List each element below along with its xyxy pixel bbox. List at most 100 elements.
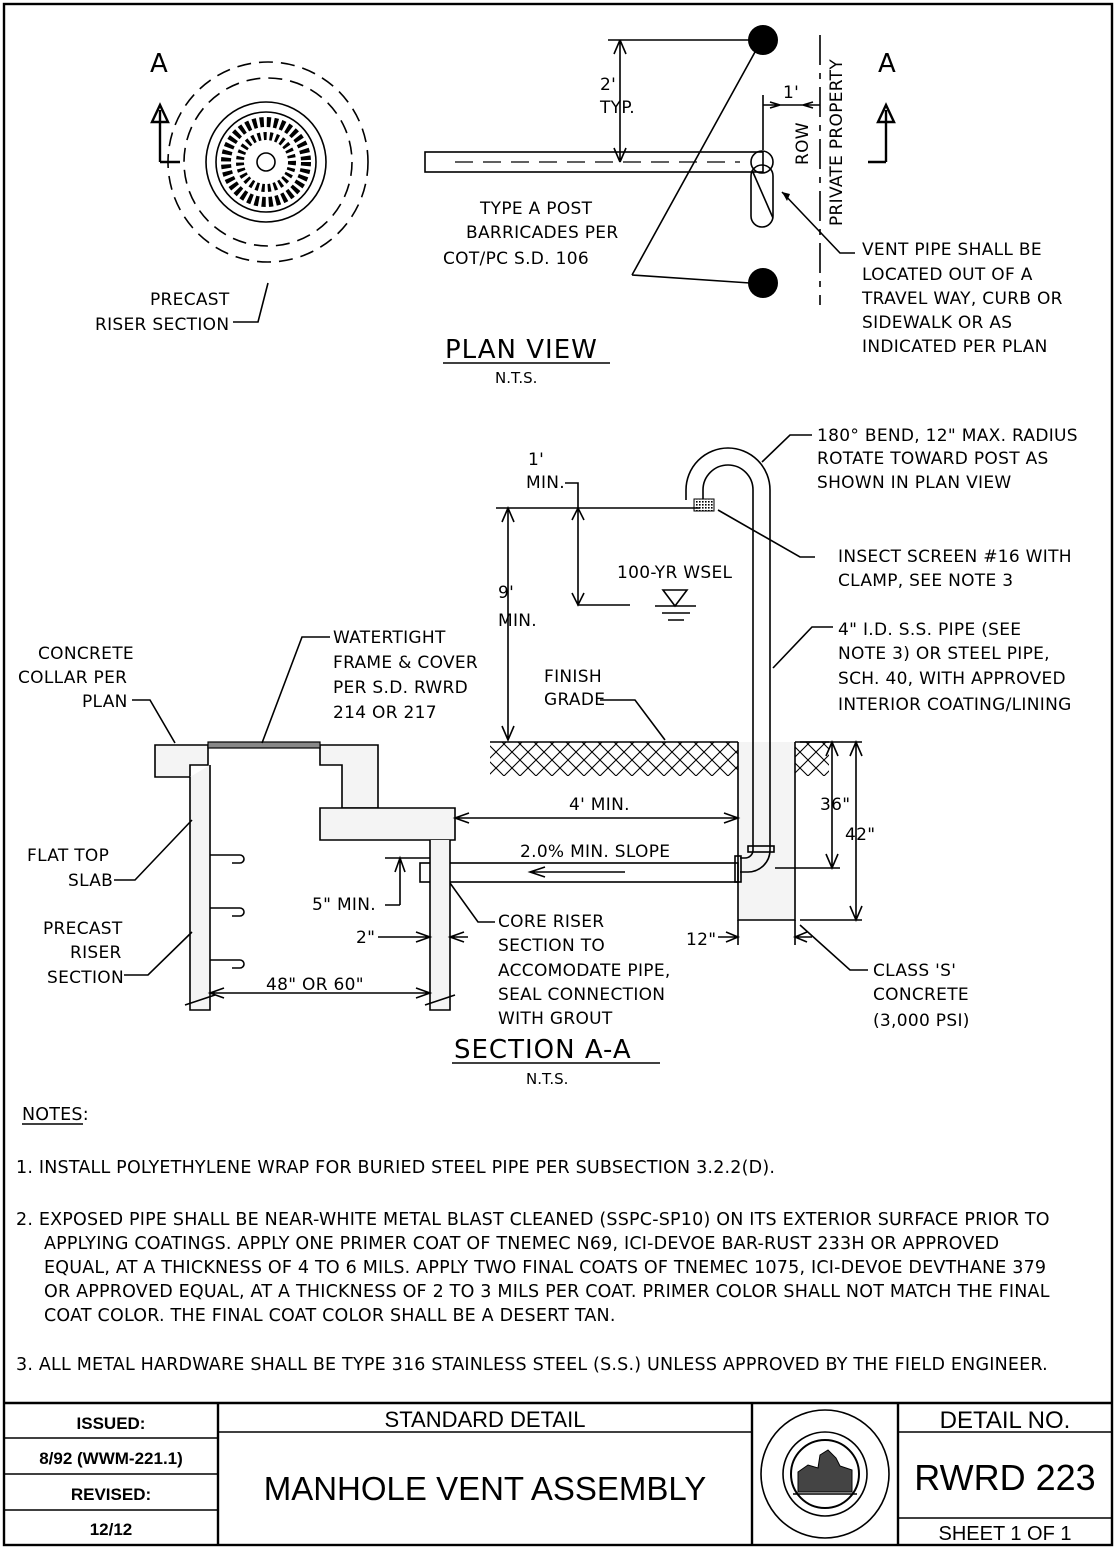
bend-note-3: SHOWN IN PLAN VIEW [817,473,1011,493]
screen-note-2: CLAMP, SEE NOTE 3 [838,571,1013,591]
barricade-leader [631,51,756,284]
plan-view: A A 2' TYP. 1' ROW PRIVATE PROPERTY TYPE… [95,25,1063,387]
dim-9ft [496,505,700,743]
min1-lbl: MIN. [526,473,565,493]
note-2-line-5: COAT COLOR. THE FINAL COAT COLOR SHALL B… [44,1306,616,1326]
collar-note-2: COLLAR PER [18,668,127,688]
section-arrow-right-icon [868,102,896,164]
standard-detail-header: STANDARD DETAIL [385,1407,586,1432]
core-note-4: SEAL CONNECTION [498,985,665,1005]
ladder-rung-2 [210,907,245,917]
vent-pipe-plan [424,151,764,173]
notes-heading: NOTES: [22,1105,89,1125]
dim-12in [718,920,812,945]
plan-riser-line-1: PRECAST [150,290,230,310]
frame-and-cover [207,741,321,749]
frame-note-3: PER S.D. RWRD [333,678,468,698]
barricade-line-3: COT/PC S.D. 106 [443,249,589,269]
core-note-1: CORE RISER [498,912,604,932]
section-marker-left: A [150,49,169,79]
riser-wall-right [429,840,451,1011]
dim-typ-value: 2' [600,75,616,95]
slab-note-1: FLAT TOP [27,846,109,866]
note-2-line-2: APPLYING COATINGS. APPLY ONE PRIMER COAT… [44,1234,999,1254]
core-note-3: ACCOMODATE PIPE, [498,961,671,981]
revised-label: REVISED: [71,1485,151,1504]
riser-inner-circle [183,77,353,247]
vent-note-3: TRAVEL WAY, CURB OR [861,289,1063,309]
dim-5in [385,855,430,906]
dim-12in-label: 12" [686,930,716,950]
concrete-collar [154,744,379,809]
pipe-note-1: 4" I.D. S.S. PIPE (SEE [838,620,1021,640]
issued-value: 8/92 (WWM-221.1) [39,1449,183,1468]
dim-1ft-row [762,95,820,150]
plan-view-scale: N.T.S. [495,369,537,387]
note-2-line-3: EQUAL, AT A THICKNESS OF 4 TO 6 MILS. AP… [44,1258,1046,1278]
dim-2ft [608,39,758,163]
riser-note-1: PRECAST [43,919,123,939]
insect-screen-icon [693,498,715,512]
dim-2in [378,931,468,943]
class-s-concrete [737,742,796,921]
frame-note-1: WATERTIGHT [333,628,446,648]
core-note-5: WITH GROUT [498,1009,613,1029]
dim-typ-label: TYP. [599,98,635,118]
sheet-number: SHEET 1 OF 1 [938,1523,1071,1545]
riser-note-2: RISER [70,943,122,963]
issued-label: ISSUED: [77,1414,146,1433]
frame-note-4: 214 OR 217 [333,703,437,723]
barricade-line-1: TYPE A POST [479,199,593,219]
pipe-note-2: NOTE 3) OR STEEL PIPE, [838,644,1050,664]
section-view: 1' MIN. 9' MIN. 100-YR WSEL 180° BEND, 1… [18,426,1078,1088]
water-surface-icon [655,589,696,621]
section-title: SECTION A-A [454,1035,632,1065]
bend-180 [685,447,771,500]
grade-note-1: FINISH [544,667,602,687]
barricade-line-2: BARRICADES PER [466,223,618,243]
vent-note-2: LOCATED OUT OF A [862,265,1033,285]
collar-note-1: CONCRETE [38,644,134,664]
earth-hatch-right [795,742,829,776]
dim-36-label: 36" [820,795,850,815]
collar-note-3: PLAN [82,692,128,712]
section-scale: N.T.S. [526,1070,568,1088]
riser-wall-left [189,765,211,1011]
flat-top-slab [319,807,456,841]
vent-note-5: INDICATED PER PLAN [862,337,1048,357]
grade-note-2: GRADE [544,690,605,710]
note-2-line-1: 2. EXPOSED PIPE SHALL BE NEAR-WHITE META… [16,1210,1050,1230]
class-note-1: CLASS 'S' [873,961,956,981]
slope-arrow [527,866,625,878]
dim-48-label: 48" OR 60" [266,975,364,995]
slab-note-2: SLAB [68,871,113,891]
slope-label: 2.0% MIN. SLOPE [520,842,670,862]
dim-48-60 [207,987,433,999]
section-marker-right: A [878,49,897,79]
county-seal-icon [760,1409,890,1539]
revised-value: 12/12 [90,1520,133,1539]
core-note-2: SECTION TO [498,936,605,956]
vent-note-1: VENT PIPE SHALL BE [862,240,1042,260]
vent-pipe-vertical [752,490,771,850]
min9-lbl: MIN. [498,611,537,631]
note-1: 1. INSTALL POLYETHYLENE WRAP FOR BURIED … [16,1158,775,1178]
frame-note-2: FRAME & COVER [333,653,478,673]
notes: NOTES: 1. INSTALL POLYETHYLENE WRAP FOR … [16,1105,1050,1375]
bend-note-2: ROTATE TOWARD POST AS [817,449,1049,469]
earth-hatch-left [490,742,738,776]
section-arrow-left-icon [150,102,180,164]
barricade-post-top-icon [748,25,778,55]
horizontal-pipe [419,862,739,883]
dim-row-value: 1' [783,83,799,103]
vent-note-4: SIDEWALK OR AS [862,313,1012,333]
plan-riser-line-2: RISER SECTION [95,315,229,335]
class-note-2: CONCRETE [873,985,969,1005]
detail-no-value: RWRD 223 [914,1457,1095,1498]
bend-note-1: 180° BEND, 12" MAX. RADIUS [817,426,1078,446]
barricade-post-bottom-icon [748,268,778,298]
dim-36-42 [775,739,863,923]
ladder-rung-1 [210,854,245,864]
dim-2in-label: 2" [356,928,375,948]
